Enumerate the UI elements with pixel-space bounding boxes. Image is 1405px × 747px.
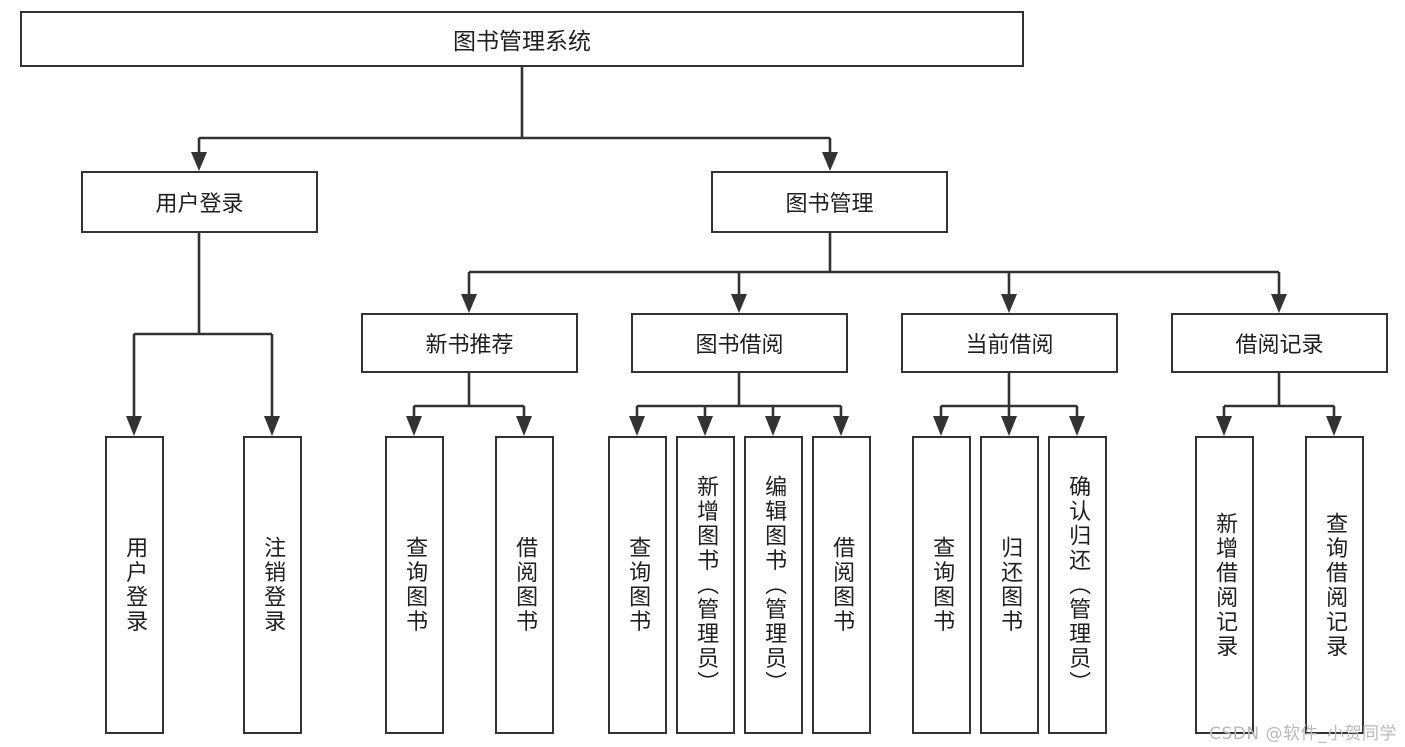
node-new-book-recommend[interactable]: 新书推荐 — [361, 313, 578, 373]
leaf-borrow-borrow-book[interactable]: 借阅图书 — [812, 436, 871, 734]
leaf-label: 新增图书（管理员） — [693, 474, 719, 696]
leaf-label: 查询图书 — [929, 536, 955, 634]
arrow-bookmgmt-child-3 — [1001, 294, 1017, 313]
leaf-label: 新增借阅记录 — [1212, 511, 1238, 659]
arrow-borrow-leaf-3 — [765, 416, 781, 436]
node-book-management[interactable]: 图书管理 — [711, 171, 948, 233]
arrow-current-leaf-1 — [933, 416, 949, 436]
leaf-user-login-login[interactable]: 用户登录 — [105, 436, 164, 734]
arrow-current-leaf-2 — [1001, 416, 1017, 436]
leaf-new-book-query[interactable]: 查询图书 — [385, 436, 444, 734]
leaf-label: 归还图书 — [997, 536, 1023, 634]
leaf-label: 注销登录 — [260, 536, 286, 634]
node-new-book-recommend-label: 新书推荐 — [425, 333, 514, 358]
leaf-current-return-book[interactable]: 归还图书 — [980, 436, 1039, 734]
leaf-label: 查询图书 — [402, 536, 428, 634]
node-current-borrow[interactable]: 当前借阅 — [901, 313, 1118, 373]
leaf-record-query-record[interactable]: 查询借阅记录 — [1305, 436, 1364, 734]
node-borrow-record-label: 借阅记录 — [1235, 333, 1324, 358]
leaf-label: 查询图书 — [625, 536, 651, 634]
leaf-record-add-record[interactable]: 新增借阅记录 — [1195, 436, 1254, 734]
leaf-user-login-logout[interactable]: 注销登录 — [243, 436, 302, 734]
leaf-new-book-borrow[interactable]: 借阅图书 — [495, 436, 554, 734]
arrow-record-leaf-2 — [1326, 416, 1342, 436]
node-user-login[interactable]: 用户登录 — [81, 171, 318, 233]
node-book-management-label: 图书管理 — [785, 192, 874, 217]
watermark-text: CSDN @软件_小贺同学 — [1209, 724, 1397, 744]
arrow-borrow-leaf-1 — [629, 416, 645, 436]
arrow-bookmgmt-child-4 — [1271, 294, 1287, 313]
leaf-borrow-add-book-admin[interactable]: 新增图书（管理员） — [676, 436, 735, 734]
leaf-borrow-edit-book-admin[interactable]: 编辑图书（管理员） — [744, 436, 803, 734]
node-root-book-management-system[interactable]: 图书管理系统 — [20, 11, 1024, 67]
node-book-borrow-label: 图书借阅 — [695, 333, 784, 358]
node-book-borrow[interactable]: 图书借阅 — [631, 313, 848, 373]
leaf-borrow-query-book[interactable]: 查询图书 — [608, 436, 667, 734]
leaf-label: 查询借阅记录 — [1322, 511, 1348, 659]
node-current-borrow-label: 当前借阅 — [965, 333, 1054, 358]
arrow-record-leaf-1 — [1216, 416, 1232, 436]
node-user-login-label: 用户登录 — [155, 192, 244, 217]
arrow-newbook-leaf-2 — [516, 416, 532, 436]
arrow-borrow-leaf-2 — [697, 416, 713, 436]
leaf-label: 编辑图书（管理员） — [761, 474, 787, 696]
arrow-borrow-leaf-4 — [833, 416, 849, 436]
node-root-label: 图书管理系统 — [453, 29, 591, 55]
arrow-root-to-user-login — [191, 152, 207, 171]
leaf-label: 借阅图书 — [512, 536, 538, 634]
arrow-root-to-book-mgmt — [822, 152, 838, 171]
arrow-newbook-leaf-1 — [406, 416, 422, 436]
leaf-label: 用户登录 — [122, 536, 148, 634]
leaf-label: 确认归还（管理员） — [1065, 474, 1091, 696]
leaf-current-query-book[interactable]: 查询图书 — [912, 436, 971, 734]
arrow-bookmgmt-child-1 — [461, 294, 477, 313]
arrow-userlogin-leaf-2 — [264, 416, 280, 436]
leaf-current-confirm-return-admin[interactable]: 确认归还（管理员） — [1048, 436, 1107, 734]
leaf-label: 借阅图书 — [829, 536, 855, 634]
node-borrow-record[interactable]: 借阅记录 — [1171, 313, 1388, 373]
arrow-bookmgmt-child-2 — [731, 294, 747, 313]
arrow-userlogin-leaf-1 — [126, 416, 142, 436]
arrow-current-leaf-3 — [1069, 416, 1085, 436]
